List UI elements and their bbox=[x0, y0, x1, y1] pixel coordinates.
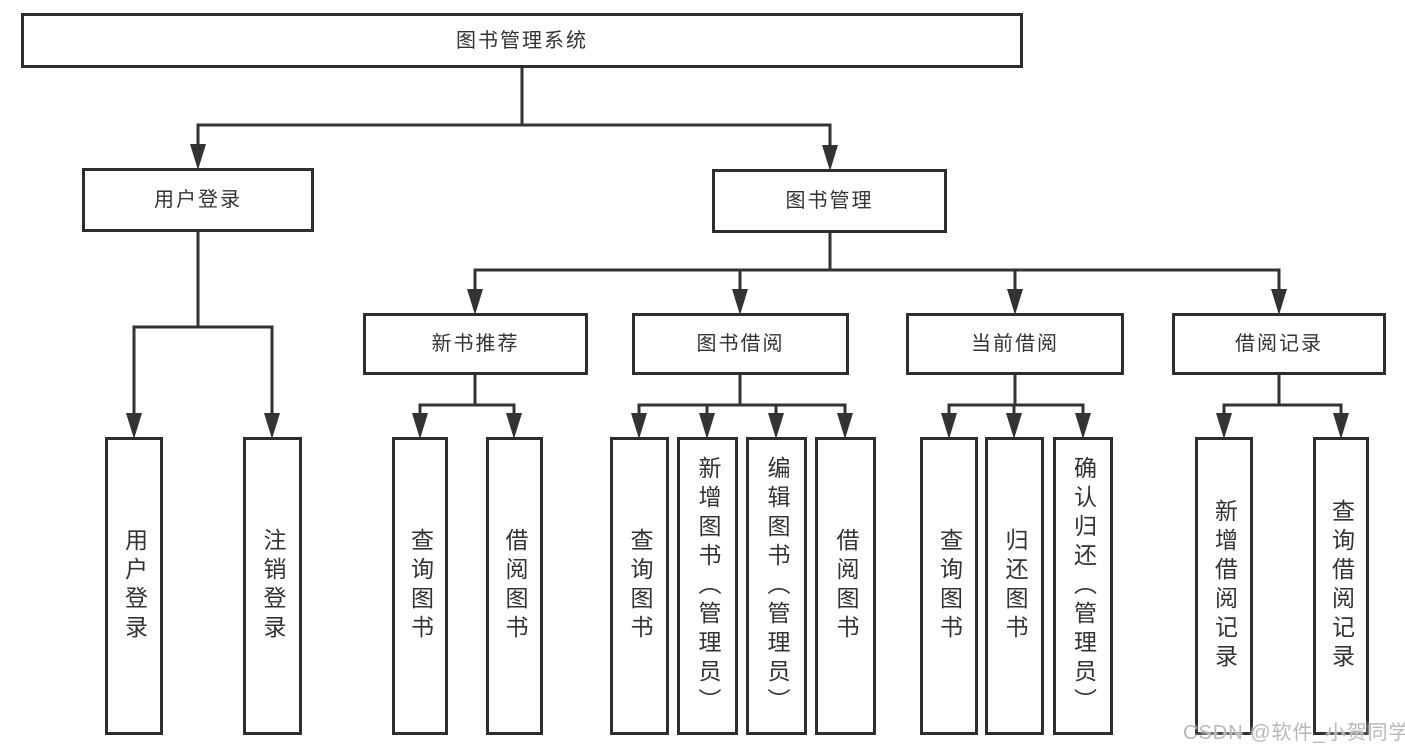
node-label: 查询图书 bbox=[407, 528, 434, 644]
node-label: 图书借阅 bbox=[696, 333, 785, 355]
arrowhead-icon bbox=[264, 413, 280, 439]
node-leaf-edit-book: 编辑图书（管理员） bbox=[746, 437, 807, 735]
node-label: 借阅记录 bbox=[1235, 333, 1323, 355]
node-label: 借阅图书 bbox=[502, 528, 528, 644]
arrowhead-icon bbox=[699, 413, 715, 439]
node-user-login: 用户登录 bbox=[82, 168, 314, 232]
node-leaf-confirm-return: 确认归还（管理员） bbox=[1053, 437, 1113, 735]
node-label: 用户登录 bbox=[154, 189, 242, 211]
arrowhead-icon bbox=[1216, 413, 1232, 439]
arrowhead-icon bbox=[822, 145, 838, 171]
arrowhead-icon bbox=[126, 413, 142, 439]
node-leaf-borrow-book-2: 借阅图书 bbox=[815, 437, 876, 735]
node-label: 借阅图书 bbox=[833, 528, 859, 644]
node-label: 新书推荐 bbox=[431, 333, 520, 355]
arrowhead-icon bbox=[1006, 413, 1022, 439]
arrowhead-icon bbox=[190, 144, 206, 170]
arrowhead-icon bbox=[631, 413, 647, 439]
arrowhead-icon bbox=[412, 413, 428, 439]
node-label: 编辑图书（管理员） bbox=[764, 455, 790, 717]
arrowhead-icon bbox=[506, 413, 522, 439]
node-label: 确认归还（管理员） bbox=[1070, 455, 1097, 717]
node-label: 图书管理 bbox=[785, 190, 874, 212]
arrowhead-icon bbox=[467, 289, 483, 315]
node-leaf-borrow-book-1: 借阅图书 bbox=[486, 437, 543, 735]
node-label: 新增图书（管理员） bbox=[695, 455, 721, 717]
node-book-management: 图书管理 bbox=[712, 169, 947, 233]
node-label: 查询图书 bbox=[627, 528, 653, 644]
arrowhead-icon bbox=[941, 413, 957, 439]
arrowhead-icon bbox=[1271, 289, 1287, 315]
arrowhead-icon bbox=[837, 413, 853, 439]
node-leaf-add-book: 新增图书（管理员） bbox=[677, 437, 738, 735]
arrowhead-icon bbox=[1007, 289, 1023, 315]
node-leaf-user-login: 用户登录 bbox=[105, 437, 163, 735]
node-leaf-add-borrow-record: 新增借阅记录 bbox=[1195, 437, 1253, 735]
node-leaf-query-borrow-record: 查询借阅记录 bbox=[1313, 437, 1369, 735]
watermark-text: CSDN @软件_小贺同学 bbox=[1183, 722, 1405, 744]
node-leaf-logout: 注销登录 bbox=[243, 437, 302, 735]
node-current-borrow: 当前借阅 bbox=[906, 313, 1124, 375]
node-root: 图书管理系统 bbox=[21, 13, 1023, 68]
arrowhead-icon bbox=[1075, 413, 1091, 439]
node-label: 新增借阅记录 bbox=[1211, 499, 1238, 673]
node-book-borrow: 图书借阅 bbox=[632, 313, 849, 375]
node-label: 用户登录 bbox=[121, 528, 148, 644]
node-label: 当前借阅 bbox=[971, 333, 1059, 355]
node-borrow-records: 借阅记录 bbox=[1172, 313, 1386, 375]
node-label: 查询图书 bbox=[936, 528, 963, 644]
node-label: 查询借阅记录 bbox=[1328, 499, 1355, 673]
arrowhead-icon bbox=[1333, 413, 1349, 439]
node-leaf-query-book-3: 查询图书 bbox=[920, 437, 978, 735]
node-new-book-recommend: 新书推荐 bbox=[363, 313, 588, 375]
node-leaf-query-book-2: 查询图书 bbox=[610, 437, 669, 735]
arrowhead-icon bbox=[732, 289, 748, 315]
arrowhead-icon bbox=[768, 413, 784, 439]
node-label: 注销登录 bbox=[260, 528, 286, 644]
node-label: 归还图书 bbox=[1002, 528, 1028, 644]
node-leaf-query-book-1: 查询图书 bbox=[392, 437, 448, 735]
node-label: 图书管理系统 bbox=[456, 29, 588, 52]
node-leaf-return-book: 归还图书 bbox=[985, 437, 1044, 735]
